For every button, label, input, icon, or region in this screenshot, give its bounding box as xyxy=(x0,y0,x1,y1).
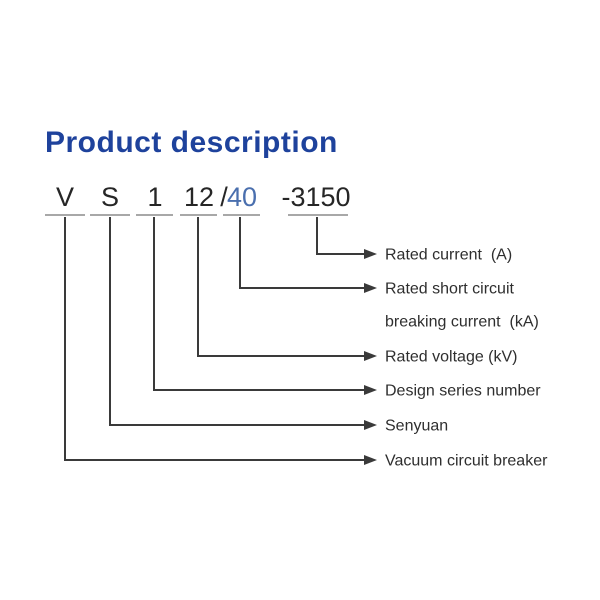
connector-horizontal-1 xyxy=(153,389,366,391)
callout-label-short-circuit-line1: Rated short circuit xyxy=(385,280,514,298)
product-code-segment-12: 12 xyxy=(183,182,215,212)
connector-horizontal-s xyxy=(109,424,366,426)
connector-vertical-1 xyxy=(153,217,155,390)
code-underline-v xyxy=(45,214,85,216)
connector-vertical-12 xyxy=(197,217,199,356)
arrow-right-icon xyxy=(364,249,377,259)
connector-horizontal-3150 xyxy=(316,253,366,255)
code-underline-40 xyxy=(223,214,260,216)
connector-horizontal-v xyxy=(64,459,366,461)
connector-vertical-s xyxy=(109,217,111,425)
callout-label-design-series: Design series number xyxy=(385,382,541,400)
product-code-segment-40: 40 xyxy=(226,182,258,212)
connector-vertical-40 xyxy=(239,217,241,288)
arrow-right-icon xyxy=(364,351,377,361)
product-code-segment-1: 1 xyxy=(147,182,163,212)
connector-vertical-3150 xyxy=(316,217,318,254)
product-code-segment-s: S xyxy=(100,182,120,212)
callout-label-rated-current: Rated current (A) xyxy=(385,246,513,264)
callout-label-short-circuit-line2: breaking current (kA) xyxy=(385,313,539,331)
arrow-right-icon xyxy=(364,385,377,395)
connector-vertical-v xyxy=(64,217,66,460)
code-underline-1 xyxy=(136,214,173,216)
code-underline-12 xyxy=(180,214,217,216)
callout-label-vacuum-breaker: Vacuum circuit breaker xyxy=(385,452,548,470)
connector-horizontal-40 xyxy=(239,287,366,289)
arrow-right-icon xyxy=(364,283,377,293)
callout-label-rated-voltage: Rated voltage (kV) xyxy=(385,348,518,366)
callout-label-senyuan: Senyuan xyxy=(385,417,449,435)
code-underline-3150 xyxy=(288,214,348,216)
product-code-segment-v: V xyxy=(55,182,75,212)
arrow-right-icon xyxy=(364,455,377,465)
product-code-segment-slash: / xyxy=(220,182,228,212)
code-underline-s xyxy=(90,214,130,216)
page-title: Product description xyxy=(45,126,338,159)
connector-horizontal-12 xyxy=(197,355,366,357)
product-code-segment-3150: -3150 xyxy=(281,182,351,212)
arrow-right-icon xyxy=(364,420,377,430)
